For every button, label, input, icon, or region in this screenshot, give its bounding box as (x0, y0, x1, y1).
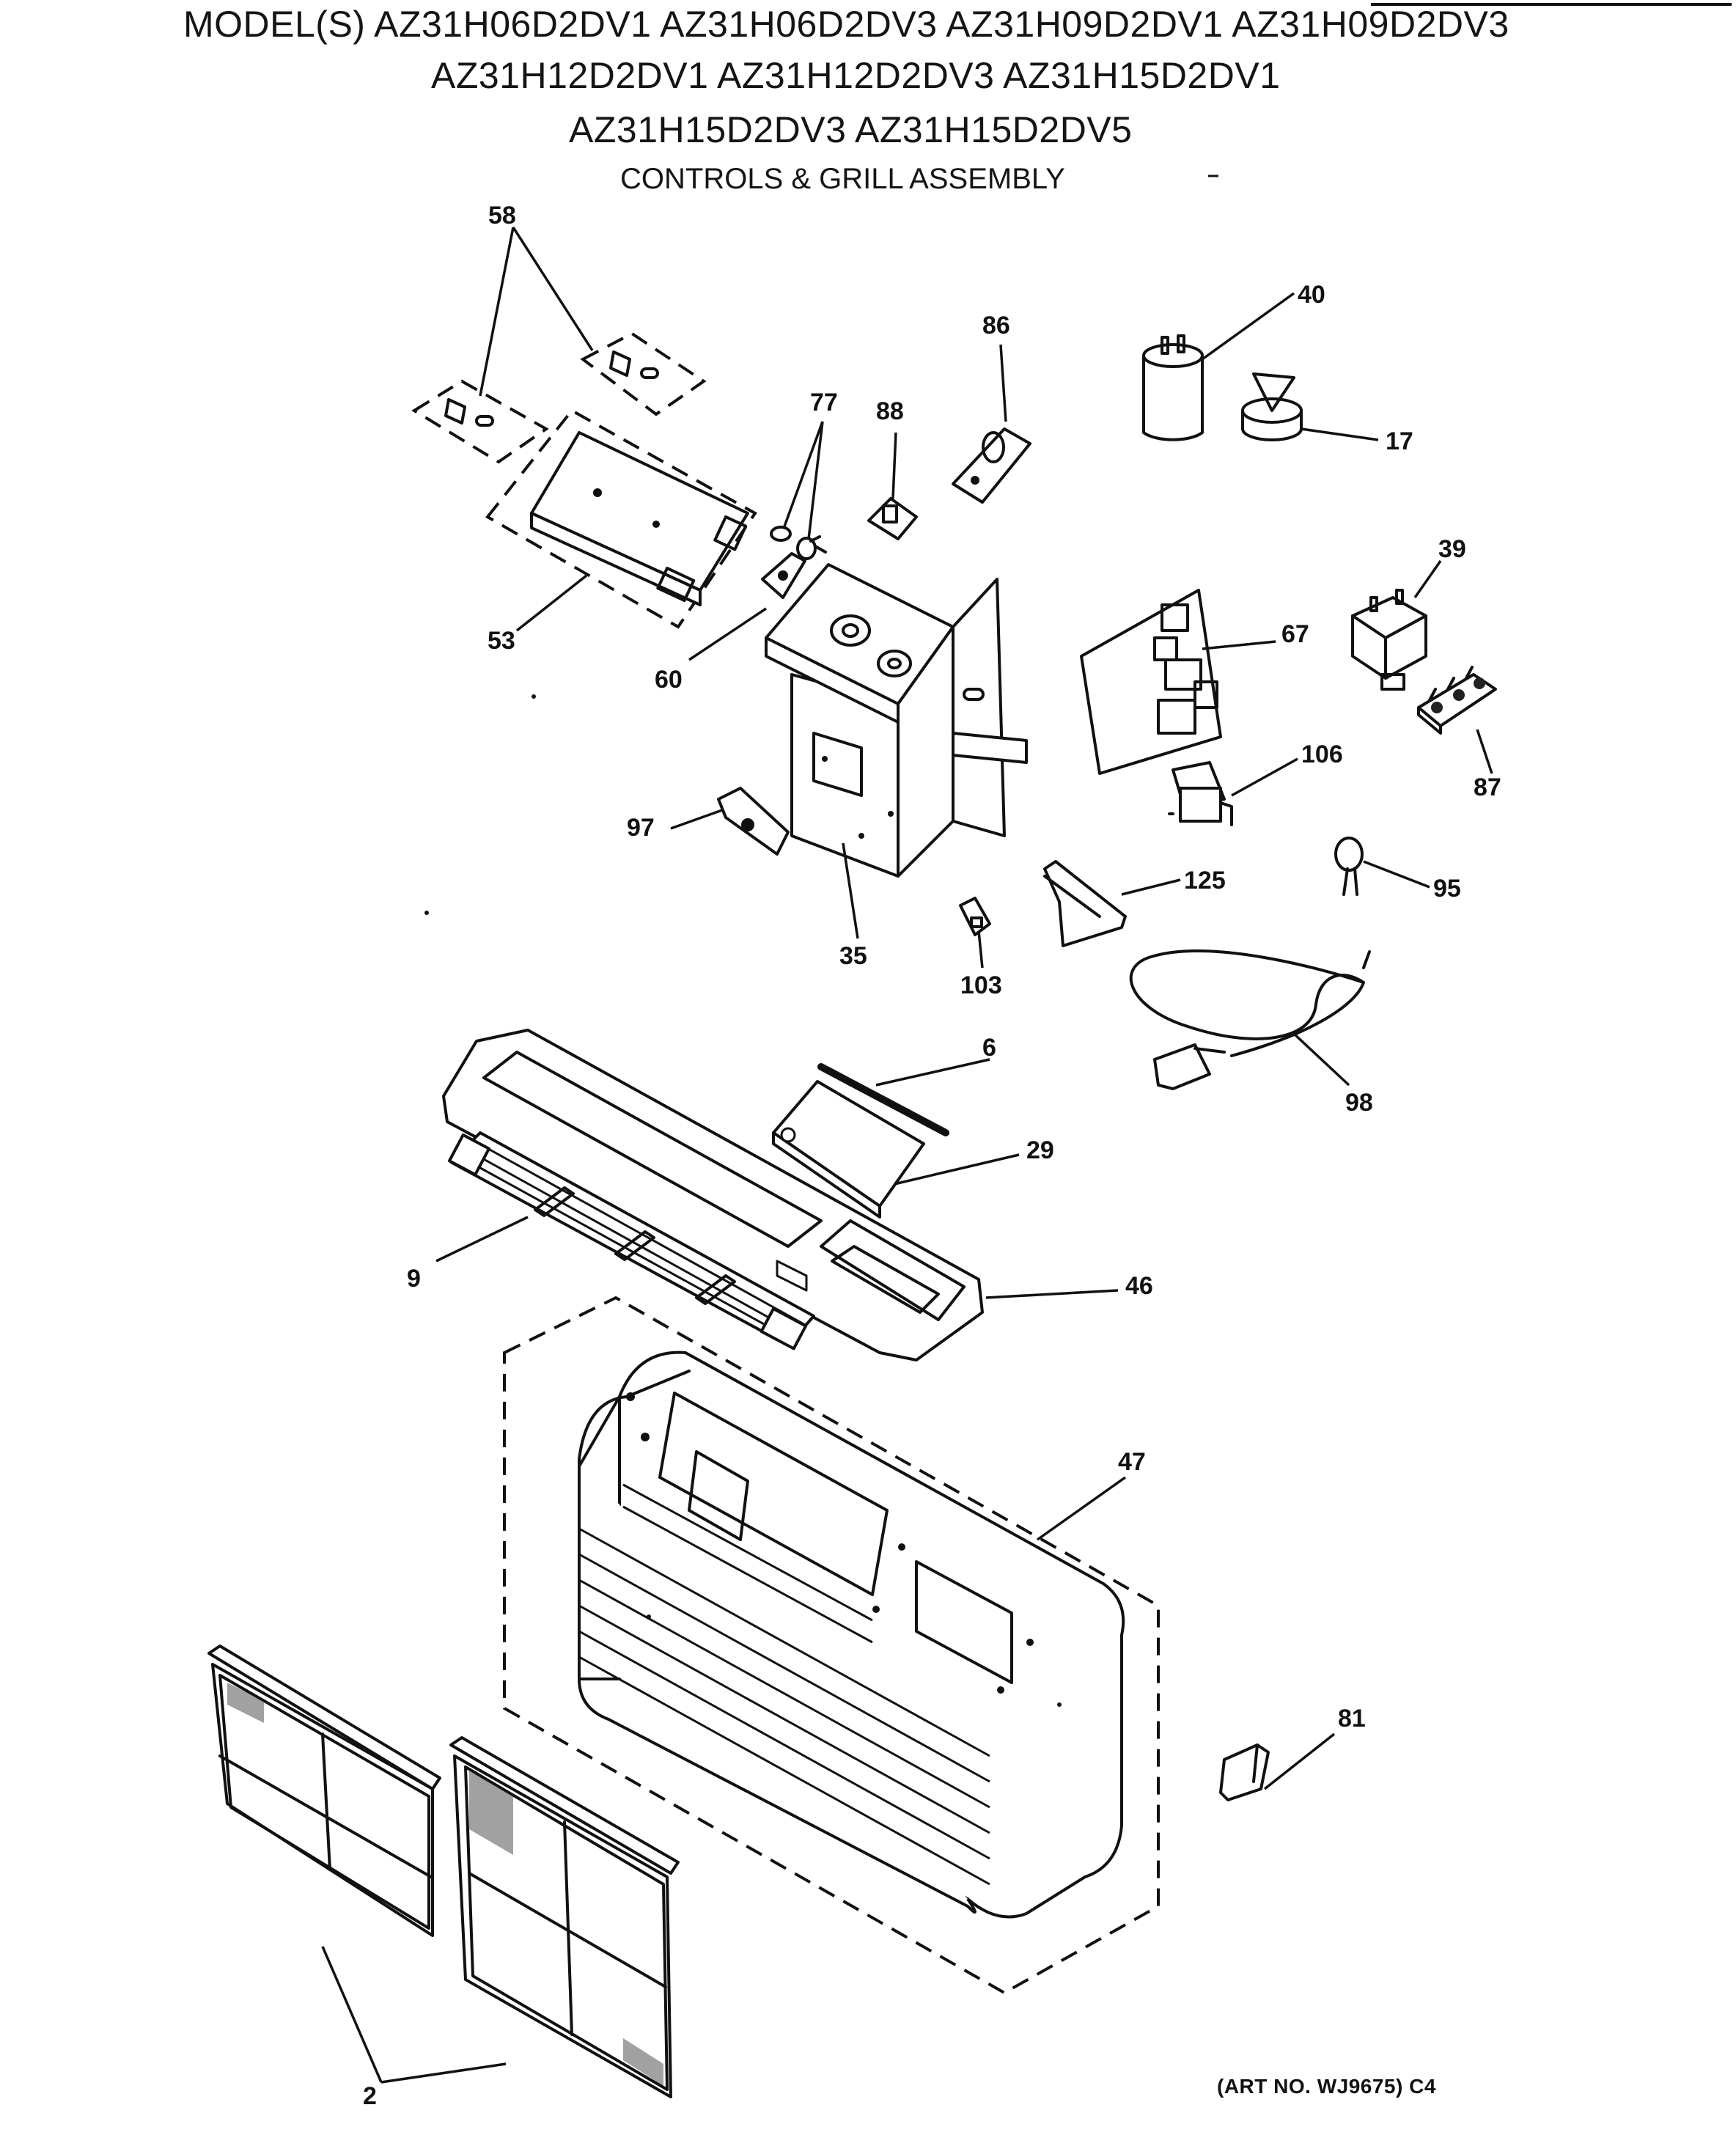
capacitor-bracket-17 (1241, 372, 1303, 441)
transformer-106 (1168, 761, 1233, 826)
bracket-97 (717, 787, 790, 856)
title-models-line-3: AZ31H15D2DV3 AZ31H15D2DV5 (569, 109, 1133, 150)
electronic-control-board-67 (1080, 589, 1222, 775)
callout-29: 29 (1026, 1136, 1054, 1164)
air-filter-2 (207, 1645, 680, 2098)
callout-40: 40 (1298, 281, 1325, 309)
callout-81: 81 (1338, 1705, 1366, 1732)
callout-77: 77 (810, 389, 838, 416)
switch-knob-pair (411, 331, 707, 464)
callout-39: 39 (1438, 535, 1466, 563)
front-cabinet-47 (503, 1296, 1160, 1995)
callout-125: 125 (1184, 867, 1226, 894)
bracket-125 (1043, 860, 1127, 947)
terminal-block-87 (1417, 666, 1497, 735)
art-number: (ART NO. WJ9675) C4 (1217, 2075, 1436, 2098)
callout-60: 60 (655, 666, 683, 694)
callout-88: 88 (876, 397, 904, 425)
callout-6: 6 (982, 1034, 996, 1062)
callout-97: 97 (627, 814, 655, 842)
title-models-line-1: MODEL(S) AZ31H06D2DV1 AZ31H06D2DV3 AZ31H… (183, 4, 1509, 45)
relay-39 (1351, 589, 1427, 691)
callout-17: 17 (1386, 427, 1413, 455)
capacitor-40 (1142, 334, 1204, 441)
clip-81 (1219, 1743, 1270, 1801)
component-88 (867, 497, 918, 540)
callout-46: 46 (1125, 1272, 1153, 1300)
discharge-grille-9 (447, 1131, 815, 1351)
power-cord-98 (1129, 949, 1371, 1090)
control-board-bracket (485, 408, 757, 629)
rod-6 (817, 1063, 949, 1136)
callout-86: 86 (982, 312, 1010, 339)
diagram-subtitle: CONTROLS & GRILL ASSEMBLY (620, 163, 1065, 195)
callout-58: 58 (488, 202, 516, 229)
callout-103: 103 (960, 971, 1002, 999)
callout-9: 9 (407, 1265, 421, 1293)
title-models-line-2: AZ31H12D2DV1 AZ31H12D2DV3 AZ31H15D2DV1 (431, 55, 1281, 96)
callout-47: 47 (1118, 1448, 1146, 1476)
callout-98: 98 (1345, 1089, 1373, 1117)
callout-67: 67 (1281, 620, 1309, 648)
thermistor-95 (1334, 837, 1364, 896)
callout-106: 106 (1301, 741, 1343, 768)
callout-87: 87 (1474, 773, 1501, 801)
callout-35: 35 (839, 942, 867, 970)
clip-103 (959, 897, 991, 936)
display-29 (772, 1080, 925, 1219)
callout-53: 53 (488, 627, 515, 655)
control-box-35 (765, 563, 1028, 878)
callout-2: 2 (363, 2082, 377, 2110)
callout-95: 95 (1433, 875, 1461, 903)
callout-leaders (321, 227, 1493, 2084)
switch-lever (761, 552, 806, 599)
callout-labels: 58 40 86 77 88 17 39 67 53 60 87 106 97 … (363, 202, 1501, 2110)
thermostat-86 (952, 427, 1031, 504)
screw-washer (770, 526, 827, 560)
